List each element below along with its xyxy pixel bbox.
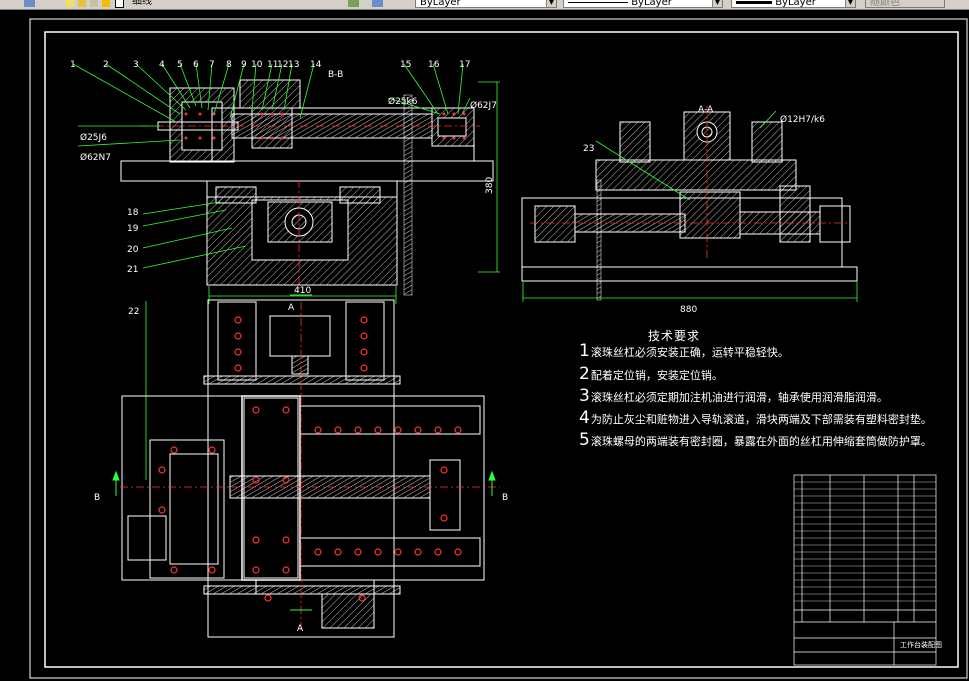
part-label-13: 13 — [288, 60, 299, 70]
part-label-1: 1 — [70, 60, 76, 70]
dimension-380: 380 — [485, 177, 495, 194]
part-label-18: 18 — [127, 208, 139, 218]
fit-25k6: Ø25k6 — [388, 96, 418, 107]
tech-requirement-number: 2 — [579, 364, 590, 384]
layer-states-icon[interactable] — [24, 0, 35, 7]
tech-requirement-4: 4为防止灰尘和赃物进入导轨滚道，滑块两端及下部需装有塑料密封垫。 — [579, 408, 932, 428]
layer-checkbox-icon[interactable] — [115, 0, 124, 8]
part-label-16: 16 — [428, 60, 440, 70]
tech-requirement-number: 4 — [579, 408, 590, 428]
tech-requirement-text: 滚珠丝杠必须安装正确，运转平稳轻快。 — [590, 346, 789, 359]
dimension-410: 410 — [294, 286, 311, 296]
linetype-select-value: ByLayer — [631, 0, 672, 8]
section-bb-view — [72, 63, 500, 480]
tech-requirement-text: 滚珠螺母的两端装有密封圈，暴露在外面的丝杠用伸缩套筒做防护罩。 — [590, 435, 932, 448]
tech-requirement-text: 配着定位销，安装定位销。 — [590, 369, 723, 382]
part-label-12: 12 — [277, 60, 288, 70]
tech-requirement-text: 为防止灰尘和赃物进入导轨滚道，滑块两端及下部需装有塑料密封垫。 — [590, 413, 932, 426]
part-label-21: 21 — [127, 265, 138, 275]
fit-25j6: Ø25J6 — [80, 132, 107, 143]
fit-12h7k6: Ø12H7/k6 — [780, 114, 825, 125]
part-label-7: 7 — [209, 60, 215, 70]
section-mark-a-top: A — [288, 303, 295, 313]
fit-62n7: Ø62N7 — [80, 152, 111, 163]
layer-color-icon[interactable] — [102, 0, 110, 7]
section-label-bb: B-B — [328, 70, 343, 80]
bulb-icon[interactable] — [66, 0, 74, 7]
color-select[interactable]: ByLayer ▼ — [415, 0, 557, 8]
properties-toolbar: 细线 ByLayer ▼ ByLayer ▼ ByLayer ▼ 随颜色 — [0, 0, 969, 10]
part-label-15: 15 — [400, 60, 411, 70]
part-label-22: 22 — [128, 307, 139, 317]
outer-frame — [29, 18, 968, 679]
tech-requirement-number: 3 — [579, 386, 590, 406]
part-label-11: 11 — [267, 60, 278, 70]
part-label-5: 5 — [177, 60, 183, 70]
plotstyle-select-value: 随颜色 — [870, 0, 900, 8]
section-aa-view — [521, 106, 858, 302]
tech-requirement-1: 1滚珠丝杠必须安装正确，运转平稳轻快。 — [579, 341, 789, 361]
part-label-17: 17 — [459, 60, 470, 70]
chevron-down-icon: ▼ — [712, 0, 722, 7]
part-label-10: 10 — [251, 60, 263, 70]
lineweight-preview — [736, 0, 772, 4]
part-label-8: 8 — [226, 60, 232, 70]
chevron-down-icon: ▼ — [845, 0, 855, 7]
fit-62j7: Ø62J7 — [470, 100, 497, 111]
part-label-3: 3 — [133, 60, 139, 70]
section-mark-b-left: B — [94, 493, 100, 503]
lineweight-select-value: ByLayer — [775, 0, 816, 8]
tech-requirement-text: 滚珠丝杠必须定期加注机油进行润滑，轴承使用润滑脂润滑。 — [590, 391, 888, 404]
linetype-select[interactable]: ByLayer ▼ — [563, 0, 723, 8]
tech-requirements-title: 技术要求 — [648, 329, 701, 343]
part-label-9: 9 — [241, 60, 247, 70]
chevron-down-icon: ▼ — [546, 0, 556, 7]
part-label-19: 19 — [127, 224, 139, 234]
section-mark-a-bottom: A — [297, 624, 304, 634]
section-mark-b-right: B — [502, 493, 508, 503]
inner-frame — [44, 31, 959, 668]
part-label-23: 23 — [583, 144, 594, 154]
tech-requirement-3: 3滚珠丝杠必须定期加注机油进行润滑，轴承使用润滑脂润滑。 — [579, 386, 888, 406]
color-select-value: ByLayer — [420, 0, 461, 8]
title-block-rows — [794, 481, 936, 602]
part-label-2: 2 — [103, 60, 109, 70]
layer-select[interactable]: 细线 — [128, 0, 335, 8]
part-label-4: 4 — [159, 60, 165, 70]
section-label-aa: A-A — [698, 105, 714, 115]
part-label-20: 20 — [127, 245, 139, 255]
drawing-canvas[interactable]: 1 2 3 4 5 6 7 8 9 10 11 12 13 14 15 16 1… — [0, 10, 969, 681]
sun-icon[interactable] — [78, 0, 86, 7]
linetype-preview — [568, 1, 628, 3]
layer-previous-icon[interactable] — [372, 0, 383, 7]
make-current-icon[interactable] — [348, 0, 359, 7]
dimension-880: 880 — [680, 305, 697, 315]
lineweight-select[interactable]: ByLayer ▼ — [731, 0, 856, 8]
tech-requirement-2: 2配着定位销，安装定位销。 — [579, 364, 723, 384]
tech-requirement-number: 5 — [579, 430, 590, 450]
layer-select-label: 细线 — [132, 0, 152, 7]
title-block — [793, 474, 937, 666]
tech-requirement-5: 5滚珠螺母的两端装有密封圈，暴露在外面的丝杠用伸缩套筒做防护罩。 — [579, 430, 932, 450]
part-label-14: 14 — [310, 60, 322, 70]
part-label-6: 6 — [193, 60, 199, 70]
plotstyle-select[interactable]: 随颜色 — [865, 0, 945, 8]
lock-icon[interactable] — [90, 0, 98, 7]
tech-requirement-number: 1 — [579, 341, 590, 361]
plan-view — [112, 294, 500, 638]
drawing-name: 工作台装配图 — [900, 640, 942, 649]
